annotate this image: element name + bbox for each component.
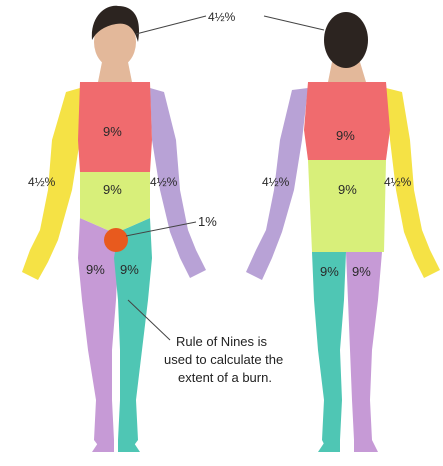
- label-front-leg-right: 9%: [120, 262, 139, 277]
- caption-line-1: Rule of Nines is: [176, 334, 268, 349]
- leader-head-front: [136, 16, 206, 34]
- back-right-leg: [346, 252, 382, 448]
- label-back-arm-right: 4½%: [384, 175, 412, 189]
- back-lower: [308, 160, 386, 252]
- leader-head-back: [264, 16, 324, 30]
- front-left-foot: [92, 440, 114, 452]
- caption-line-2: used to calculate the: [164, 352, 283, 367]
- back-left-leg: [312, 252, 346, 448]
- back-left-foot: [318, 440, 340, 452]
- front-right-leg: [114, 218, 152, 448]
- back-head: [324, 12, 368, 68]
- caption: Rule of Nines is used to calculate the e…: [164, 334, 283, 385]
- label-front-chest: 9%: [103, 124, 122, 139]
- front-left-leg: [78, 218, 118, 448]
- label-back-leg-left: 9%: [320, 264, 339, 279]
- label-front-abdomen: 9%: [103, 182, 122, 197]
- back-upper: [304, 82, 390, 160]
- label-back-arm-left: 4½%: [262, 175, 290, 189]
- label-back-leg-right: 9%: [352, 264, 371, 279]
- label-front-leg-left: 9%: [86, 262, 105, 277]
- genital-area: [104, 228, 128, 252]
- label-back-upper: 9%: [336, 128, 355, 143]
- label-head: 4½%: [208, 10, 236, 24]
- label-genital: 1%: [198, 214, 217, 229]
- label-back-lower: 9%: [338, 182, 357, 197]
- back-right-foot: [354, 440, 378, 452]
- front-figure: [22, 6, 206, 452]
- caption-line-3: extent of a burn.: [178, 370, 272, 385]
- label-front-arm-left: 4½%: [28, 175, 56, 189]
- front-right-foot: [118, 440, 140, 452]
- label-front-arm-right: 4½%: [150, 175, 178, 189]
- back-figure: [246, 12, 440, 452]
